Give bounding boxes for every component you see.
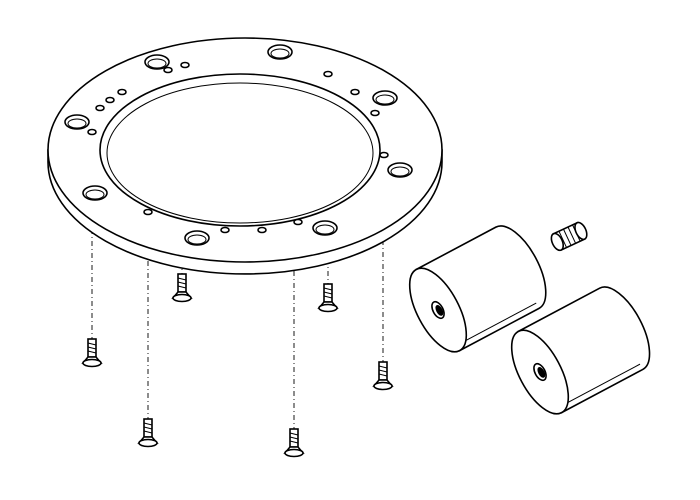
small-hole — [163, 66, 173, 74]
ring-holes — [64, 44, 413, 246]
hole-depth — [435, 305, 444, 316]
large-hole-inner — [315, 224, 335, 235]
large-hole-inner — [85, 189, 105, 200]
large-hole-inner — [67, 118, 87, 129]
cylinder-standoff — [510, 286, 651, 415]
large-hole — [312, 220, 338, 236]
cylinders — [408, 225, 651, 415]
small-hole — [87, 128, 97, 136]
large-hole — [144, 54, 170, 70]
small-hole — [350, 88, 360, 96]
countersunk-screw — [283, 428, 305, 458]
ring-inner-edge — [99, 73, 381, 227]
hole-depth — [537, 367, 546, 378]
large-hole-inner — [270, 48, 290, 59]
cylinder-standoff — [408, 225, 547, 353]
small-hole — [379, 151, 389, 159]
small-hole — [220, 226, 230, 234]
countersunk-screw — [317, 283, 339, 313]
large-hole — [184, 230, 210, 246]
large-hole — [64, 114, 90, 130]
small-hole — [95, 104, 105, 112]
small-hole — [117, 88, 127, 96]
large-hole-inner — [147, 58, 167, 69]
countersunk-screw — [372, 361, 394, 391]
large-hole-inner — [375, 94, 395, 105]
flange-ring — [47, 37, 443, 275]
large-hole — [267, 44, 293, 60]
small-hole — [105, 96, 115, 104]
small-hole — [323, 70, 333, 78]
countersunk-screw — [171, 273, 193, 303]
countersunk-screw — [137, 418, 159, 448]
small-hole — [293, 218, 303, 226]
countersunk-screw — [81, 338, 103, 368]
small-hole — [257, 226, 267, 234]
large-hole — [82, 185, 108, 201]
large-hole — [387, 162, 413, 178]
large-hole-inner — [187, 234, 207, 245]
set-screw — [550, 221, 588, 252]
large-hole-inner — [390, 166, 410, 177]
ring-inner-bore — [106, 82, 374, 224]
large-hole — [372, 90, 398, 106]
small-hole — [370, 109, 380, 117]
screws — [81, 273, 394, 458]
small-hole — [143, 208, 153, 216]
small-hole — [180, 61, 190, 69]
